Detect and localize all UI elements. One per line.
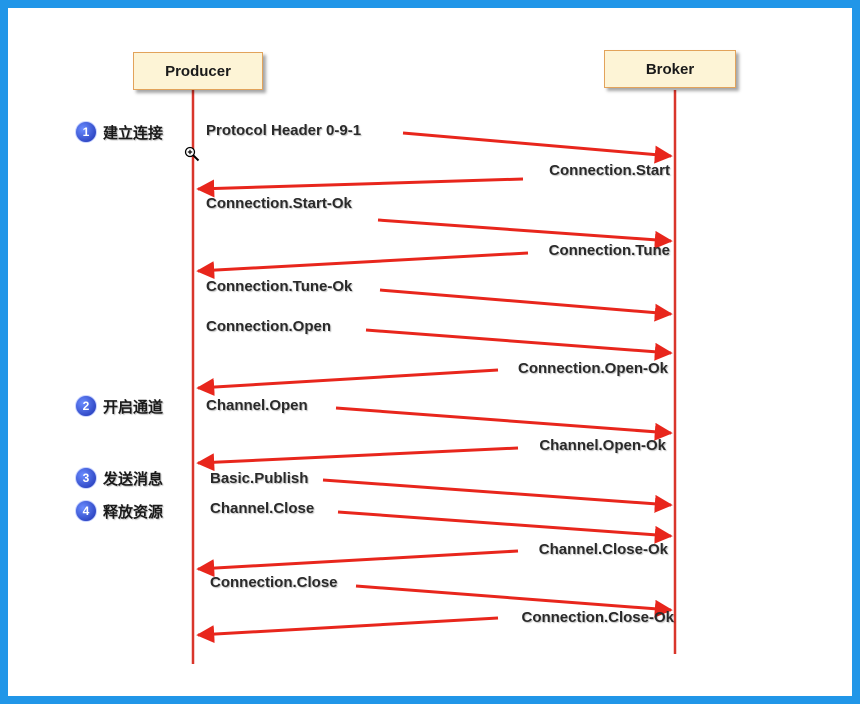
message-label: Connection.Start <box>549 162 670 179</box>
producer-label: Producer <box>165 62 231 80</box>
step-label: 建立连接 <box>103 124 164 142</box>
message-label: Channel.Close <box>210 500 315 517</box>
message-arrow <box>196 368 499 397</box>
message-label: Connection.Tune <box>548 242 670 259</box>
message-arrow <box>377 218 673 249</box>
step-number-badge: 1 <box>75 121 97 143</box>
message-label: Connection.Tune-Ok <box>206 278 353 295</box>
zoom-cursor-icon <box>184 146 200 162</box>
message-arrow <box>322 478 673 513</box>
message-label: Connection.Close <box>210 574 338 591</box>
step-3: 3 发送消息 <box>75 467 163 489</box>
message-arrow <box>335 406 673 441</box>
step-number-badge: 4 <box>75 500 97 522</box>
step-number-badge: 2 <box>75 395 97 417</box>
step-number-badge: 3 <box>75 467 97 489</box>
step-2: 2 开启通道 <box>75 395 163 417</box>
step-label: 释放资源 <box>103 503 164 521</box>
message-arrow <box>196 549 519 578</box>
message-label: Channel.Open-Ok <box>539 437 666 454</box>
broker-actor-box: Broker <box>604 50 736 88</box>
broker-label: Broker <box>645 60 695 78</box>
message-arrow <box>365 328 673 361</box>
message-arrow <box>196 251 529 280</box>
message-label: Connection.Start-Ok <box>206 195 352 212</box>
step-label: 发送消息 <box>103 470 164 488</box>
message-arrow <box>337 510 673 544</box>
message-arrow <box>196 446 519 472</box>
message-label: Connection.Close-Ok <box>521 609 674 626</box>
step-1: 1 建立连接 <box>75 121 163 143</box>
step-label: 开启通道 <box>103 398 164 416</box>
step-4: 4 释放资源 <box>75 500 163 522</box>
message-label: Protocol Header 0-9-1 <box>206 122 362 139</box>
message-arrow <box>196 616 499 644</box>
message-label: Connection.Open-Ok <box>518 360 668 377</box>
message-arrow <box>355 584 673 618</box>
message-label: Basic.Publish <box>210 470 309 487</box>
message-label: Channel.Open <box>206 397 308 414</box>
sequence-diagram <box>191 90 677 664</box>
diagram-frame: Producer Broker 1 建立连接 2 开启通道 3 发送消息 4 释… <box>8 8 852 696</box>
message-arrow <box>379 288 673 322</box>
message-arrow <box>196 177 524 198</box>
message-label: Channel.Close-Ok <box>538 541 668 558</box>
message-arrow <box>402 131 673 164</box>
message-label: Connection.Open <box>206 318 331 335</box>
producer-actor-box: Producer <box>133 52 263 90</box>
